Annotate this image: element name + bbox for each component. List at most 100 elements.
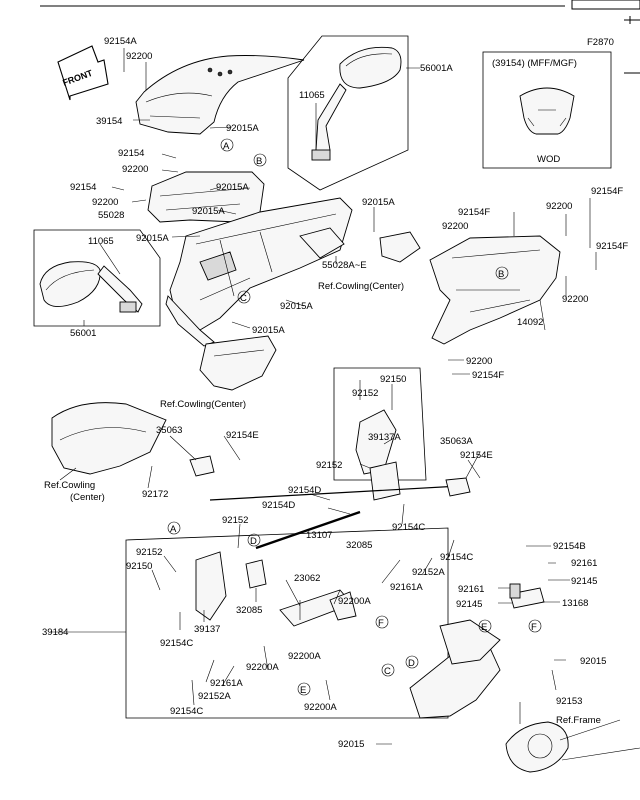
label-92015A-a: 92015A (226, 123, 259, 134)
cowl-center-fragment (379, 231, 421, 263)
label-35063A: 35063A (440, 436, 473, 447)
label-92015A-g: 92015A (252, 325, 285, 336)
inset-windshield-variant: (39154) (MFF/MGF) WOD (482, 51, 612, 169)
front-arrow-icon: FRONT (57, 45, 109, 101)
part-labels: 92154A 92200 39154 92015A 92154 92200 92… (42, 36, 628, 750)
frame-bottom (409, 619, 640, 773)
label-92154F-d: 92154F (472, 370, 504, 381)
label-92161-a: 92161 (571, 558, 597, 569)
callout-C-right: C (384, 666, 391, 677)
label-13168: 13168 (562, 598, 588, 609)
label-11065-b: 11065 (88, 236, 114, 247)
label-92015A-c: 92015A (192, 206, 225, 217)
label-92154A: 92154A (104, 36, 137, 47)
callout-D-lower: D (250, 536, 257, 547)
label-92154C-a: 92154C (392, 522, 425, 533)
label-92154-b: 92154 (70, 182, 96, 193)
label-92145-b: 92145 (456, 599, 482, 610)
callout-A-top: A (223, 141, 230, 152)
mirror-left-box (33, 229, 161, 327)
windshield-part (135, 55, 305, 135)
callout-B-right: B (498, 269, 504, 280)
callout-D-right: D (408, 658, 415, 669)
label-92154F-b: 92154F (591, 186, 623, 197)
label-11065-a: 11065 (299, 90, 325, 101)
label-92154D-b: 92154D (262, 500, 295, 511)
label-14092: 14092 (517, 317, 543, 328)
label-35063: 35063 (156, 425, 182, 436)
label-92150-b: 92150 (126, 561, 152, 572)
bracket-assembly-lower (125, 367, 545, 719)
label-39184: 39184 (42, 627, 68, 638)
label-92200A-a: 92200A (338, 596, 371, 607)
label-55028: 55028 (98, 210, 124, 221)
label-39137A: 39137A (368, 432, 401, 443)
label-92150-a: 92150 (380, 374, 406, 385)
label-92153: 92153 (556, 696, 582, 707)
label-92161A-a: 92161A (390, 582, 423, 593)
label-92152A-b: 92152A (198, 691, 231, 702)
label-32085-a: 32085 (346, 540, 372, 551)
inset-header: (39154) (MFF/MGF) (492, 58, 577, 69)
label-92200-a: 92200 (126, 51, 152, 62)
label-92154C-d: 92154C (170, 706, 203, 717)
label-92154C-b: 92154C (440, 552, 473, 563)
label-92200-e: 92200 (546, 201, 572, 212)
label-92200A-c: 92200A (246, 662, 279, 673)
leader-lines (50, 48, 597, 745)
label-92154E-b: 92154E (460, 450, 493, 461)
label-92015A-e: 92015A (362, 197, 395, 208)
label-92015A-b: 92015A (216, 182, 249, 193)
label-55028A-E: 55028A~E (322, 260, 367, 271)
label-23062: 23062 (294, 573, 320, 584)
callout-F-right: F (531, 622, 537, 633)
side-panel-14092 (429, 235, 561, 345)
label-92154B: 92154B (553, 541, 586, 552)
ref-cowling-c2: (Center) (70, 492, 105, 503)
windshield-wod-shape (519, 87, 575, 135)
label-92200-f: 92200 (562, 294, 588, 305)
label-92015A-d: 92015A (136, 233, 169, 244)
label-92154C-c: 92154C (160, 638, 193, 649)
callout-A-lower: A (170, 524, 177, 535)
callout-circles: A B C B A D F E E F D C (167, 138, 542, 696)
label-92154D-a: 92154D (288, 485, 321, 496)
ref-cowling-center-a: Ref.Cowling(Center) (318, 281, 404, 292)
label-92015A-f: 92015A (280, 301, 313, 312)
label-92200-d: 92200 (442, 221, 468, 232)
label-92152A-a: 92152A (412, 567, 445, 578)
label-92200-c: 92200 (92, 197, 118, 208)
label-39137: 39137 (194, 624, 220, 635)
label-92015-b: 92015 (338, 739, 364, 750)
label-92154F-a: 92154F (458, 207, 490, 218)
callout-B-top: B (256, 156, 262, 167)
cowling-center-left (51, 402, 167, 475)
label-13107: 13107 (306, 530, 332, 541)
label-92200A-d: 92200A (304, 702, 337, 713)
ref-frame: Ref.Frame (556, 715, 601, 726)
label-92154F-c: 92154F (596, 241, 628, 252)
callout-C-top: C (240, 293, 247, 304)
figure-code: F2870 (587, 37, 614, 48)
label-92145-a: 92145 (571, 576, 597, 587)
mirror-right-box (287, 35, 409, 191)
label-56001: 56001 (70, 328, 96, 339)
label-56001A: 56001A (420, 63, 453, 74)
label-92161-b: 92161 (458, 584, 484, 595)
callout-E-right: E (481, 622, 487, 633)
center-cowl-lower (199, 335, 277, 391)
label-92152-c: 92152 (222, 515, 248, 526)
ref-cowling-center-b: Ref.Cowling(Center) (160, 399, 246, 410)
inset-caption: WOD (537, 154, 560, 165)
label-92200A-b: 92200A (288, 651, 321, 662)
reference-labels: Ref.Cowling(Center) Ref.Cowling(Center) … (44, 281, 601, 726)
label-92152-a: 92152 (352, 388, 378, 399)
ref-cowling-c1: Ref.Cowling (44, 480, 95, 491)
upper-cowl-assembly (165, 197, 353, 347)
label-92154-a: 92154 (118, 148, 144, 159)
label-32085-b: 32085 (236, 605, 262, 616)
label-92200-b: 92200 (122, 164, 148, 175)
label-39154: 39154 (96, 116, 122, 127)
page-frame (40, 0, 640, 74)
